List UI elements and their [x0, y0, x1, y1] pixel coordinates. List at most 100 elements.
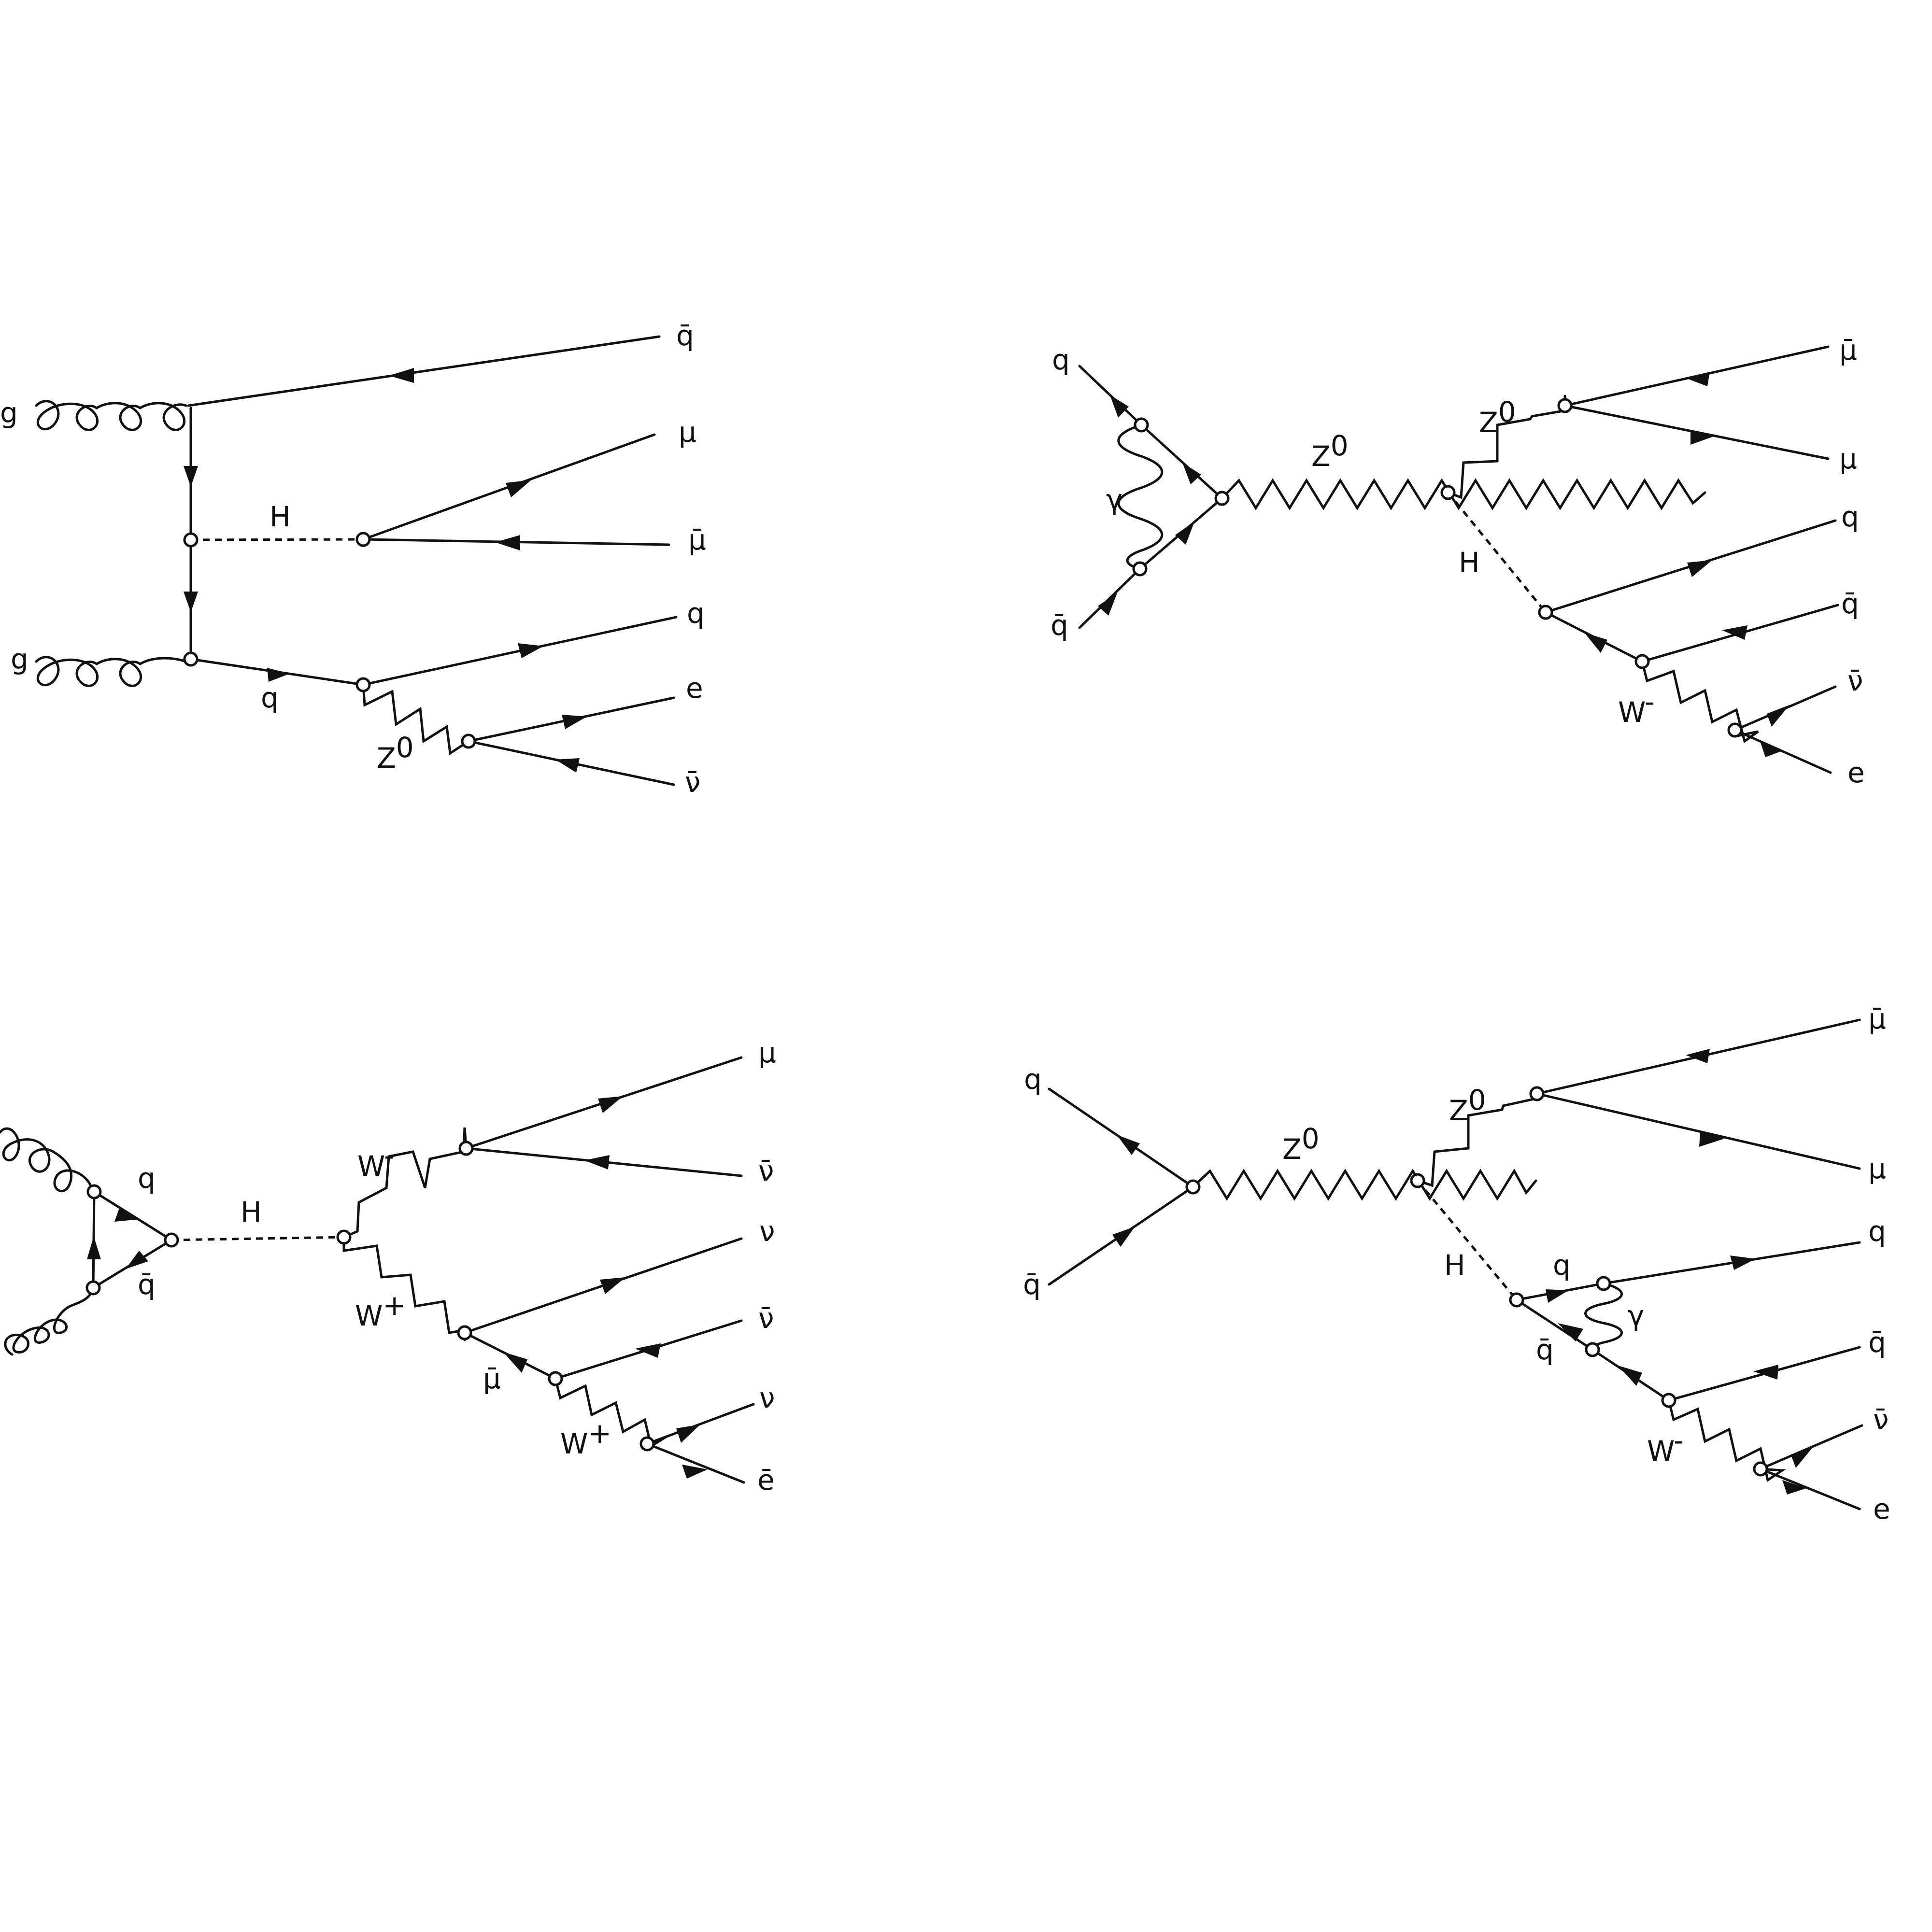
qbar-out-line: [187, 335, 661, 407]
arrow: [1546, 1289, 1569, 1303]
label-g-bottom: g: [11, 643, 28, 676]
label-nubar: ν̄: [1873, 1403, 1889, 1436]
label-qbar-internal: q̄: [1536, 1333, 1554, 1366]
arrow: [126, 1251, 148, 1269]
mu-line: [1535, 1092, 1861, 1170]
label-g-top: g: [0, 396, 18, 429]
arrow: [676, 1424, 700, 1443]
label-q-out: q: [1841, 500, 1859, 533]
label-q-internal: q: [261, 681, 279, 714]
label-W: W-: [1647, 1424, 1684, 1467]
vertex: [458, 1141, 474, 1156]
label-qbar: q̄: [138, 1268, 156, 1301]
arrow: [1767, 705, 1790, 727]
label-gamma: γ: [1106, 483, 1122, 516]
label-gamma: γ: [1628, 1299, 1644, 1332]
label-q-in: q: [1024, 1063, 1042, 1096]
label-qbar-out: q̄: [1868, 1326, 1886, 1359]
vertex: [1557, 398, 1573, 413]
label-q-internal: q: [1553, 1249, 1571, 1282]
z-boson-line-2: [1447, 395, 1567, 499]
q-out-line: [362, 616, 678, 686]
arrow: [1098, 593, 1117, 616]
vertex: [457, 1325, 472, 1340]
higgs-line: [1447, 492, 1547, 613]
label-mu: μ: [1839, 442, 1857, 475]
label-q-out: q: [1868, 1215, 1886, 1248]
gluon-line-top: [35, 400, 187, 431]
label-mu: μ: [758, 1036, 776, 1069]
label-H: H: [1459, 546, 1480, 579]
vertex: [1585, 1342, 1600, 1357]
vertex: [183, 651, 199, 667]
ebar-line: [646, 1442, 745, 1484]
nu-line-2: [646, 1403, 755, 1445]
vertex: [1440, 485, 1456, 500]
arrow: [584, 1155, 610, 1170]
vertex: [1509, 1292, 1524, 1308]
label-Z2: Z0: [1449, 1084, 1486, 1127]
arrow: [1112, 1227, 1135, 1247]
vertex: [355, 532, 371, 547]
arrow: [1584, 633, 1607, 653]
vertex: [1727, 722, 1743, 738]
label-e: e: [686, 672, 703, 705]
q-out-line: [1602, 1241, 1861, 1285]
vertex: [164, 1232, 179, 1248]
vertex: [1634, 654, 1650, 669]
label-e: e: [1847, 756, 1865, 789]
arrow: [87, 1236, 101, 1259]
higgs-line: [171, 1236, 344, 1241]
label-mu: μ: [679, 416, 696, 449]
arrow: [1686, 372, 1710, 386]
label-nubar-2: ν̄: [758, 1302, 774, 1335]
vertex: [1132, 561, 1148, 577]
higgs-line: [1417, 1180, 1518, 1301]
z-boson-line: [362, 683, 470, 756]
arrow: [598, 1096, 623, 1113]
arrow: [1761, 743, 1782, 757]
arrow: [495, 535, 520, 550]
qbar-internal-line: [1515, 1298, 1594, 1351]
w-plus-line: [342, 1236, 466, 1341]
arrow: [1730, 1255, 1756, 1270]
label-nu-2: ν: [759, 1382, 775, 1414]
arrow: [1722, 625, 1747, 640]
label-mubar: μ̄: [1868, 1002, 1886, 1035]
arrow: [1618, 1366, 1642, 1386]
label-q: q: [138, 1162, 156, 1195]
arrow: [503, 1352, 527, 1373]
label-W-minus: W-: [357, 1139, 394, 1183]
vertex: [1661, 1393, 1676, 1408]
arrow: [184, 466, 198, 487]
vertex: [1529, 1086, 1545, 1101]
q-line-upper: [1140, 423, 1223, 500]
arrow: [1110, 395, 1129, 418]
label-Z1: Z0: [1311, 429, 1349, 473]
label-q-in: q: [1052, 343, 1070, 376]
gluon-line-bottom: [4, 1288, 94, 1356]
vertex: [183, 532, 199, 548]
label-nubar-1: ν̄: [758, 1155, 774, 1187]
vertex: [639, 1436, 655, 1452]
diagram-top-right: q q̄ γ Z0 Z0 H μ̄ μ q q̄ W- ν̄ e: [1051, 334, 1865, 789]
label-qbar-out: q̄: [676, 319, 694, 352]
arrow: [1753, 1365, 1778, 1380]
z-boson-line-1: [1192, 1169, 1537, 1201]
vertex: [86, 1184, 102, 1199]
z-boson-line-1: [1221, 478, 1706, 510]
arrow: [1699, 1131, 1724, 1147]
photon-line: [1117, 423, 1163, 570]
arrow: [600, 1277, 625, 1294]
label-ebar: ē: [757, 1464, 775, 1496]
z-boson-line-2: [1416, 1092, 1538, 1187]
label-W-plus-2: W+: [560, 1417, 611, 1460]
vertex: [461, 733, 476, 749]
vertex: [1596, 1276, 1611, 1291]
vertex: [1214, 491, 1230, 506]
vertex: [1410, 1173, 1425, 1188]
label-nubar: ν̄: [685, 766, 700, 799]
vertex: [355, 677, 371, 692]
vertex: [85, 1280, 101, 1296]
vertex: [548, 1371, 563, 1386]
